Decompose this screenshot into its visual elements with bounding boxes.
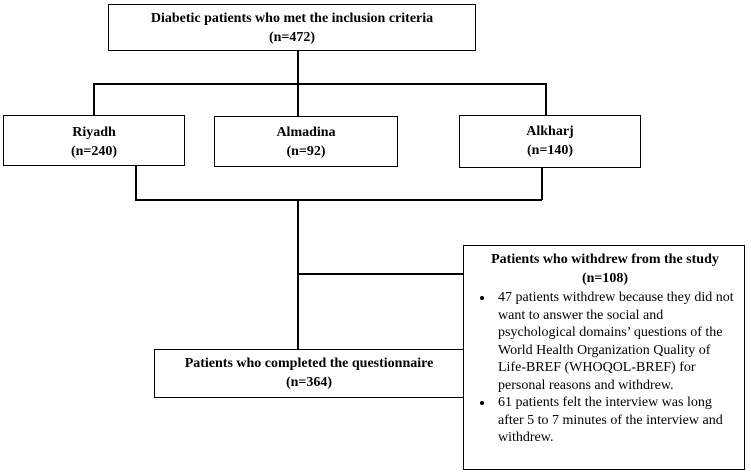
withdrew-box: Patients who withdrew from the study (n=… bbox=[463, 245, 745, 470]
site-box-almadina: Almadina (n=92) bbox=[214, 116, 398, 167]
site-box-alkharj: Alkharj (n=140) bbox=[459, 115, 641, 168]
connector-to-alkharj bbox=[545, 83, 547, 115]
withdrew-title: Patients who withdrew from the study bbox=[491, 252, 719, 267]
connector-from-riyadh bbox=[135, 166, 137, 200]
site-count-riyadh: (n=240) bbox=[70, 144, 118, 159]
inclusion-criteria-label: Diabetic patients who met the inclusion … bbox=[150, 11, 434, 26]
completed-count: (n=364) bbox=[285, 375, 333, 390]
completed-label: Patients who completed the questionnaire bbox=[184, 356, 434, 371]
connector-to-riyadh bbox=[93, 83, 95, 115]
connector-top-branch bbox=[93, 83, 546, 85]
site-count-alkharj: (n=140) bbox=[526, 143, 574, 158]
connector-to-almadina bbox=[297, 83, 299, 116]
inclusion-criteria-box: Diabetic patients who met the inclusion … bbox=[108, 4, 476, 51]
connector-to-withdrew bbox=[297, 273, 463, 275]
withdrew-reasons-list: 47 patients withdrew because they did no… bbox=[474, 289, 736, 447]
withdrew-count: (n=108) bbox=[581, 271, 629, 286]
withdrew-reason-item: 61 patients felt the interview was long … bbox=[494, 394, 736, 447]
connector-merge bbox=[135, 199, 542, 201]
site-box-riyadh: Riyadh (n=240) bbox=[3, 115, 185, 166]
inclusion-criteria-count: (n=472) bbox=[268, 30, 316, 45]
site-name-riyadh: Riyadh bbox=[72, 125, 116, 140]
site-name-alkharj: Alkharj bbox=[526, 124, 574, 139]
site-count-almadina: (n=92) bbox=[286, 144, 326, 159]
withdrew-reason-item: 47 patients withdrew because they did no… bbox=[494, 289, 736, 394]
connector-from-alkharj bbox=[541, 168, 543, 200]
completed-questionnaire-box: Patients who completed the questionnaire… bbox=[154, 349, 464, 398]
connector-top-down bbox=[297, 51, 299, 84]
site-name-almadina: Almadina bbox=[276, 125, 336, 140]
